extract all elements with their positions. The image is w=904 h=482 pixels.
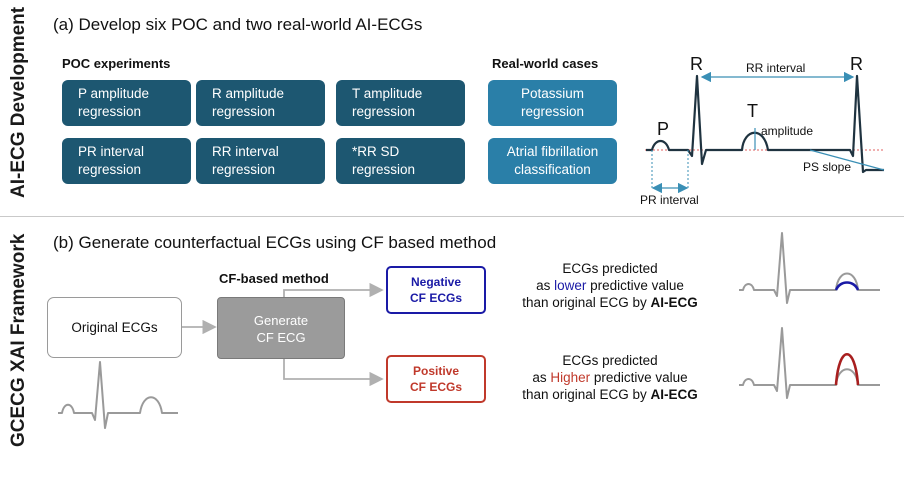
generate-cf-ecg-box: Generate CF ECG	[217, 297, 345, 359]
pr-interval-label: PR interval	[640, 193, 699, 207]
generate-box-line2: CF ECG	[256, 330, 306, 345]
poc-box-line2: regression	[78, 162, 142, 177]
positive-desc-ai-ecg: AI-ECG	[650, 387, 698, 402]
negative-desc-line3: than original ECG by AI-ECG	[510, 294, 710, 311]
negative-desc-line2: as lower predictive value	[510, 277, 710, 294]
negative-desc-pre: as	[536, 278, 555, 293]
section-a-title: (a) Develop six POC and two real-world A…	[53, 15, 423, 34]
generate-box-line1: Generate	[253, 313, 309, 328]
section-b-title: (b) Generate counterfactual ECGs using C…	[53, 233, 497, 252]
t-wave-label: T	[747, 101, 758, 121]
section-divider	[0, 216, 904, 217]
rr-interval-label: RR interval	[746, 61, 806, 75]
realworld-box-line1: Potassium	[520, 86, 585, 101]
realworld-box-line2: classification	[514, 162, 591, 177]
positive-box-line1: Positive	[412, 364, 460, 378]
negative-desc-post: predictive value	[586, 278, 684, 293]
negative-ecg-sketch	[739, 232, 880, 304]
r-right-label: R	[850, 54, 863, 74]
poc-box-line2: regression	[212, 104, 276, 119]
negative-box-line1: Negative	[410, 275, 462, 289]
side-label-gcecg-xai-framework: GCECG XAI Framework	[8, 233, 29, 447]
poc-box-line1: PR interval	[78, 144, 145, 159]
positive-desc-line2: as Higher predictive value	[510, 369, 710, 386]
positive-desc-line3-pre: than original ECG by	[522, 387, 651, 402]
original-ecg-sketch	[58, 361, 178, 429]
poc-box-line2: regression	[212, 162, 276, 177]
poc-box-line1: RR interval	[212, 144, 279, 159]
real-world-cases-heading: Real-world cases	[492, 56, 599, 71]
negative-desc-ai-ecg: AI-ECG	[650, 295, 698, 310]
poc-box-p-amplitude: P amplitude regression	[62, 80, 191, 126]
negative-t-wave-overlay	[834, 281, 860, 291]
negative-cf-ecgs-box: Negative CF ECGs	[386, 266, 486, 314]
poc-box-line1: R amplitude	[212, 86, 285, 101]
poc-box-line1: T amplitude	[352, 86, 423, 101]
negative-description: ECGs predicted as lower predictive value…	[510, 260, 710, 311]
poc-box-rr-interval: RR interval regression	[196, 138, 325, 184]
positive-desc-pre: as	[532, 370, 551, 385]
poc-box-r-amplitude: R amplitude regression	[196, 80, 325, 126]
poc-box-line2: regression	[352, 104, 416, 119]
original-ecgs-box: Original ECGs	[47, 297, 182, 358]
arrow-generate-to-positive	[283, 359, 384, 387]
positive-description: ECGs predicted as Higher predictive valu…	[510, 352, 710, 403]
negative-box-line2: CF ECGs	[409, 291, 462, 305]
positive-cf-ecgs-box: Positive CF ECGs	[386, 355, 486, 403]
poc-box-rr-sd: *RR SD regression	[336, 138, 465, 184]
realworld-box-line1: Atrial fibrillation	[506, 144, 599, 159]
poc-box-line2: regression	[352, 162, 416, 177]
positive-ecg-sketch	[739, 327, 880, 399]
poc-box-line1: *RR SD	[352, 144, 400, 159]
realworld-box-line2: regression	[520, 104, 585, 119]
positive-t-wave-overlay	[834, 352, 860, 386]
realworld-box-atrial-fibrillation: Atrial fibrillation classification	[488, 138, 617, 184]
ps-slope-label: PS slope	[803, 160, 852, 174]
positive-desc-higher: Higher	[550, 370, 591, 385]
poc-box-t-amplitude: T amplitude regression	[336, 80, 465, 126]
amplitude-label: amplitude	[761, 124, 814, 138]
side-label-ai-ecg-development: AI-ECG Development	[8, 6, 29, 198]
negative-desc-lower: lower	[554, 278, 587, 293]
positive-desc-line1: ECGs predicted	[562, 353, 658, 368]
negative-desc-line3-pre: than original ECG by	[522, 295, 651, 310]
positive-desc-line3: than original ECG by AI-ECG	[510, 386, 710, 403]
poc-box-pr-interval: PR interval regression	[62, 138, 191, 184]
positive-box-line2: CF ECGs	[409, 380, 462, 394]
positive-desc-post: predictive value	[590, 370, 688, 385]
arrow-generate-to-negative	[283, 282, 384, 298]
poc-experiments-heading: POC experiments	[62, 56, 171, 71]
negative-desc-line1: ECGs predicted	[562, 261, 658, 276]
poc-box-line1: P amplitude	[78, 86, 150, 101]
realworld-box-potassium: Potassium regression	[488, 80, 617, 126]
r-left-label: R	[690, 54, 703, 74]
poc-box-line2: regression	[78, 104, 142, 119]
p-wave-label: P	[657, 119, 670, 139]
cf-method-heading: CF-based method	[219, 271, 329, 286]
